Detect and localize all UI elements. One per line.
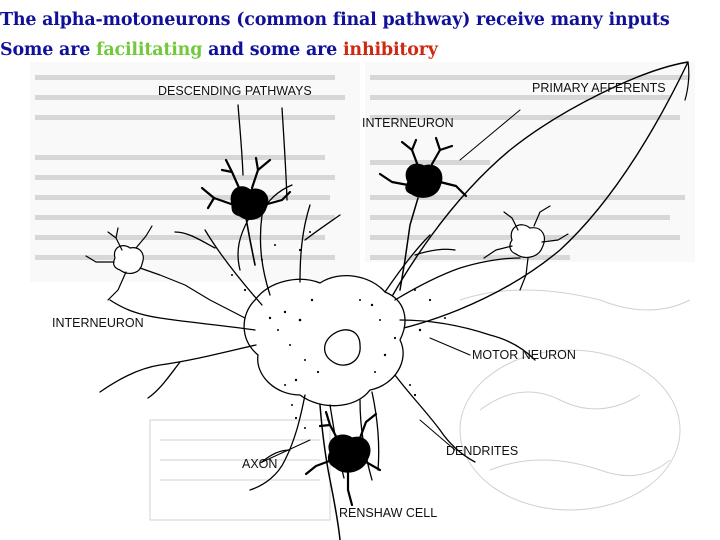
label-descending-pathways: DESCENDING PATHWAYS	[158, 84, 312, 98]
descending-interneuron	[200, 156, 292, 266]
label-interneuron-top: INTERNEURON	[362, 116, 454, 130]
label-renshaw-cell: RENSHAW CELL	[339, 506, 437, 520]
title-line-2-middle: and some are	[202, 40, 343, 60]
label-motor-neuron: MOTOR NEURON	[472, 348, 576, 362]
descending-fiber-1	[237, 104, 244, 176]
synaptic-terminals	[231, 231, 446, 429]
left-interneuron	[85, 225, 246, 319]
label-axon: AXON	[242, 457, 277, 471]
label-primary-afferents: PRIMARY AFFERENTS	[532, 81, 666, 95]
title-line-2: Some are facilitating and some are inhib…	[0, 40, 438, 60]
label-dendrites: DENDRITES	[446, 444, 518, 458]
right-interneuron	[483, 205, 569, 291]
inhibitory-word: inhibitory	[342, 40, 438, 60]
title-line-2-prefix: Some are	[0, 40, 97, 60]
title-line-1: The alpha-motoneurons (common final path…	[0, 10, 670, 30]
renshaw-cell-body	[304, 410, 382, 507]
line-art	[85, 61, 690, 540]
facilitating-word: facilitating	[96, 40, 203, 60]
motor-neuron	[99, 184, 536, 540]
background-bleed-through	[30, 62, 695, 521]
descending-fiber-2	[281, 107, 288, 201]
top-interneuron	[378, 136, 468, 291]
label-interneuron-left: INTERNEURON	[52, 316, 144, 330]
